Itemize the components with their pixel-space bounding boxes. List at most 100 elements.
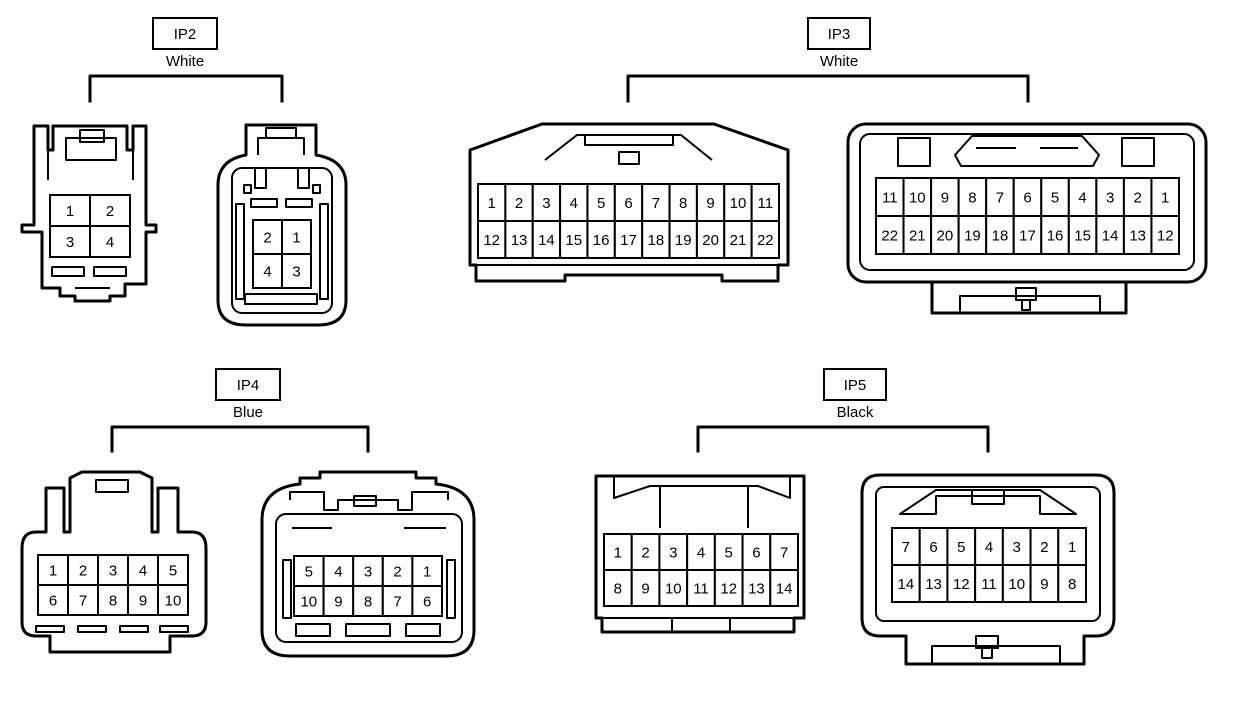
pin-number: 8 [109, 593, 117, 610]
pin-cell [630, 569, 661, 607]
pin-number: 4 [334, 564, 342, 581]
pin-number: 7 [652, 195, 660, 212]
pin-number: 10 [909, 190, 926, 207]
pin-cell [695, 220, 726, 259]
pin-number: 7 [780, 545, 788, 562]
pin-number: 9 [641, 581, 649, 598]
pin-cell [741, 569, 772, 607]
connector-name-ip4: IP4 [237, 377, 260, 394]
pin-number: 13 [925, 576, 942, 593]
pin-cell [741, 533, 772, 571]
pin-number: 7 [902, 539, 910, 556]
pin-number: 14 [538, 232, 555, 249]
pin-number: 11 [693, 581, 709, 598]
pin-number: 3 [292, 264, 300, 281]
pin-number: 14 [898, 576, 915, 593]
label-ip4: IP4 Blue [110, 368, 370, 453]
pin-number: 16 [593, 232, 610, 249]
ip3-housing-left [468, 122, 790, 283]
pin-number: 1 [49, 563, 57, 580]
pin-cell [603, 533, 633, 571]
pin-number: 3 [364, 564, 372, 581]
pin-number: 1 [488, 195, 496, 212]
connector-name-ip5: IP5 [844, 377, 867, 394]
pin-number: 3 [109, 563, 117, 580]
pin-cell [477, 183, 507, 222]
pin-cell [281, 253, 312, 289]
pin-number: 4 [139, 563, 147, 580]
pin-cell [411, 555, 443, 587]
pin-number: 10 [665, 581, 682, 598]
pin-cell [1001, 527, 1032, 566]
pin-number: 8 [679, 195, 687, 212]
pin-number: 22 [757, 232, 774, 249]
pin-number: 13 [748, 581, 765, 598]
pin-cell [1029, 564, 1060, 603]
pin-number: 1 [423, 564, 431, 581]
pin-cell [252, 253, 283, 289]
pin-cell [769, 569, 799, 607]
pin-number: 15 [565, 232, 582, 249]
pin-number: 2 [1040, 539, 1048, 556]
pin-number: 3 [669, 545, 677, 562]
pin-number: 6 [624, 195, 632, 212]
pin-number: 5 [1051, 190, 1059, 207]
pin-number: 12 [483, 232, 500, 249]
pin-cell [1150, 177, 1181, 217]
pin-number: 6 [929, 539, 937, 556]
pin-number: 7 [393, 594, 401, 611]
connector-color-ip4: Blue [233, 404, 263, 421]
pin-number: 10 [1008, 576, 1025, 593]
pin-number: 9 [1040, 576, 1048, 593]
pin-number: 1 [66, 203, 74, 220]
pin-cell [49, 225, 91, 258]
pin-cell [930, 215, 960, 255]
pin-number: 18 [648, 232, 665, 249]
pin-number: 2 [263, 230, 271, 247]
pin-number: 4 [106, 234, 114, 251]
pin-cell [1067, 215, 1098, 255]
pin-number: 8 [614, 581, 622, 598]
pin-number: 2 [1134, 190, 1142, 207]
pin-number: 3 [1013, 539, 1021, 556]
pin-cell [157, 554, 189, 586]
pin-number: 14 [776, 581, 793, 598]
ip3-housing-right [846, 122, 1208, 315]
pin-cell [504, 220, 534, 259]
pin-number: 6 [423, 594, 431, 611]
pin-cell [1012, 215, 1043, 255]
pin-cell [875, 215, 905, 255]
pin-number: 8 [968, 190, 976, 207]
pin-number: 2 [79, 563, 87, 580]
connector-name-ip3: IP3 [828, 26, 851, 43]
pin-cell [89, 194, 131, 227]
label-ip2: IP2 White [88, 17, 284, 103]
pin-number: 13 [511, 232, 528, 249]
pin-cell [875, 177, 905, 217]
ip2-housing-left [20, 124, 158, 303]
pin-number: 22 [881, 228, 898, 245]
pin-number: 4 [1078, 190, 1086, 207]
ip4-housing-right [260, 470, 476, 658]
pin-number: 14 [1102, 228, 1119, 245]
pin-number: 1 [1068, 539, 1076, 556]
pin-number: 2 [641, 545, 649, 562]
pin-number: 10 [165, 593, 182, 610]
pin-cell [641, 183, 671, 222]
pin-number: 4 [985, 539, 993, 556]
pin-cell [1122, 177, 1153, 217]
pin-number: 1 [614, 545, 622, 562]
pin-number: 20 [702, 232, 719, 249]
pin-cell [695, 183, 726, 222]
pin-cell [686, 533, 716, 571]
pin-number: 7 [996, 190, 1004, 207]
pin-number: 16 [1047, 228, 1064, 245]
pin-cell [750, 220, 780, 259]
pin-number: 8 [1068, 576, 1076, 593]
pin-number: 4 [697, 545, 705, 562]
pin-cell [641, 220, 671, 259]
pin-number: 9 [706, 195, 714, 212]
pin-number: 2 [515, 195, 523, 212]
pin-cell [1057, 564, 1088, 603]
